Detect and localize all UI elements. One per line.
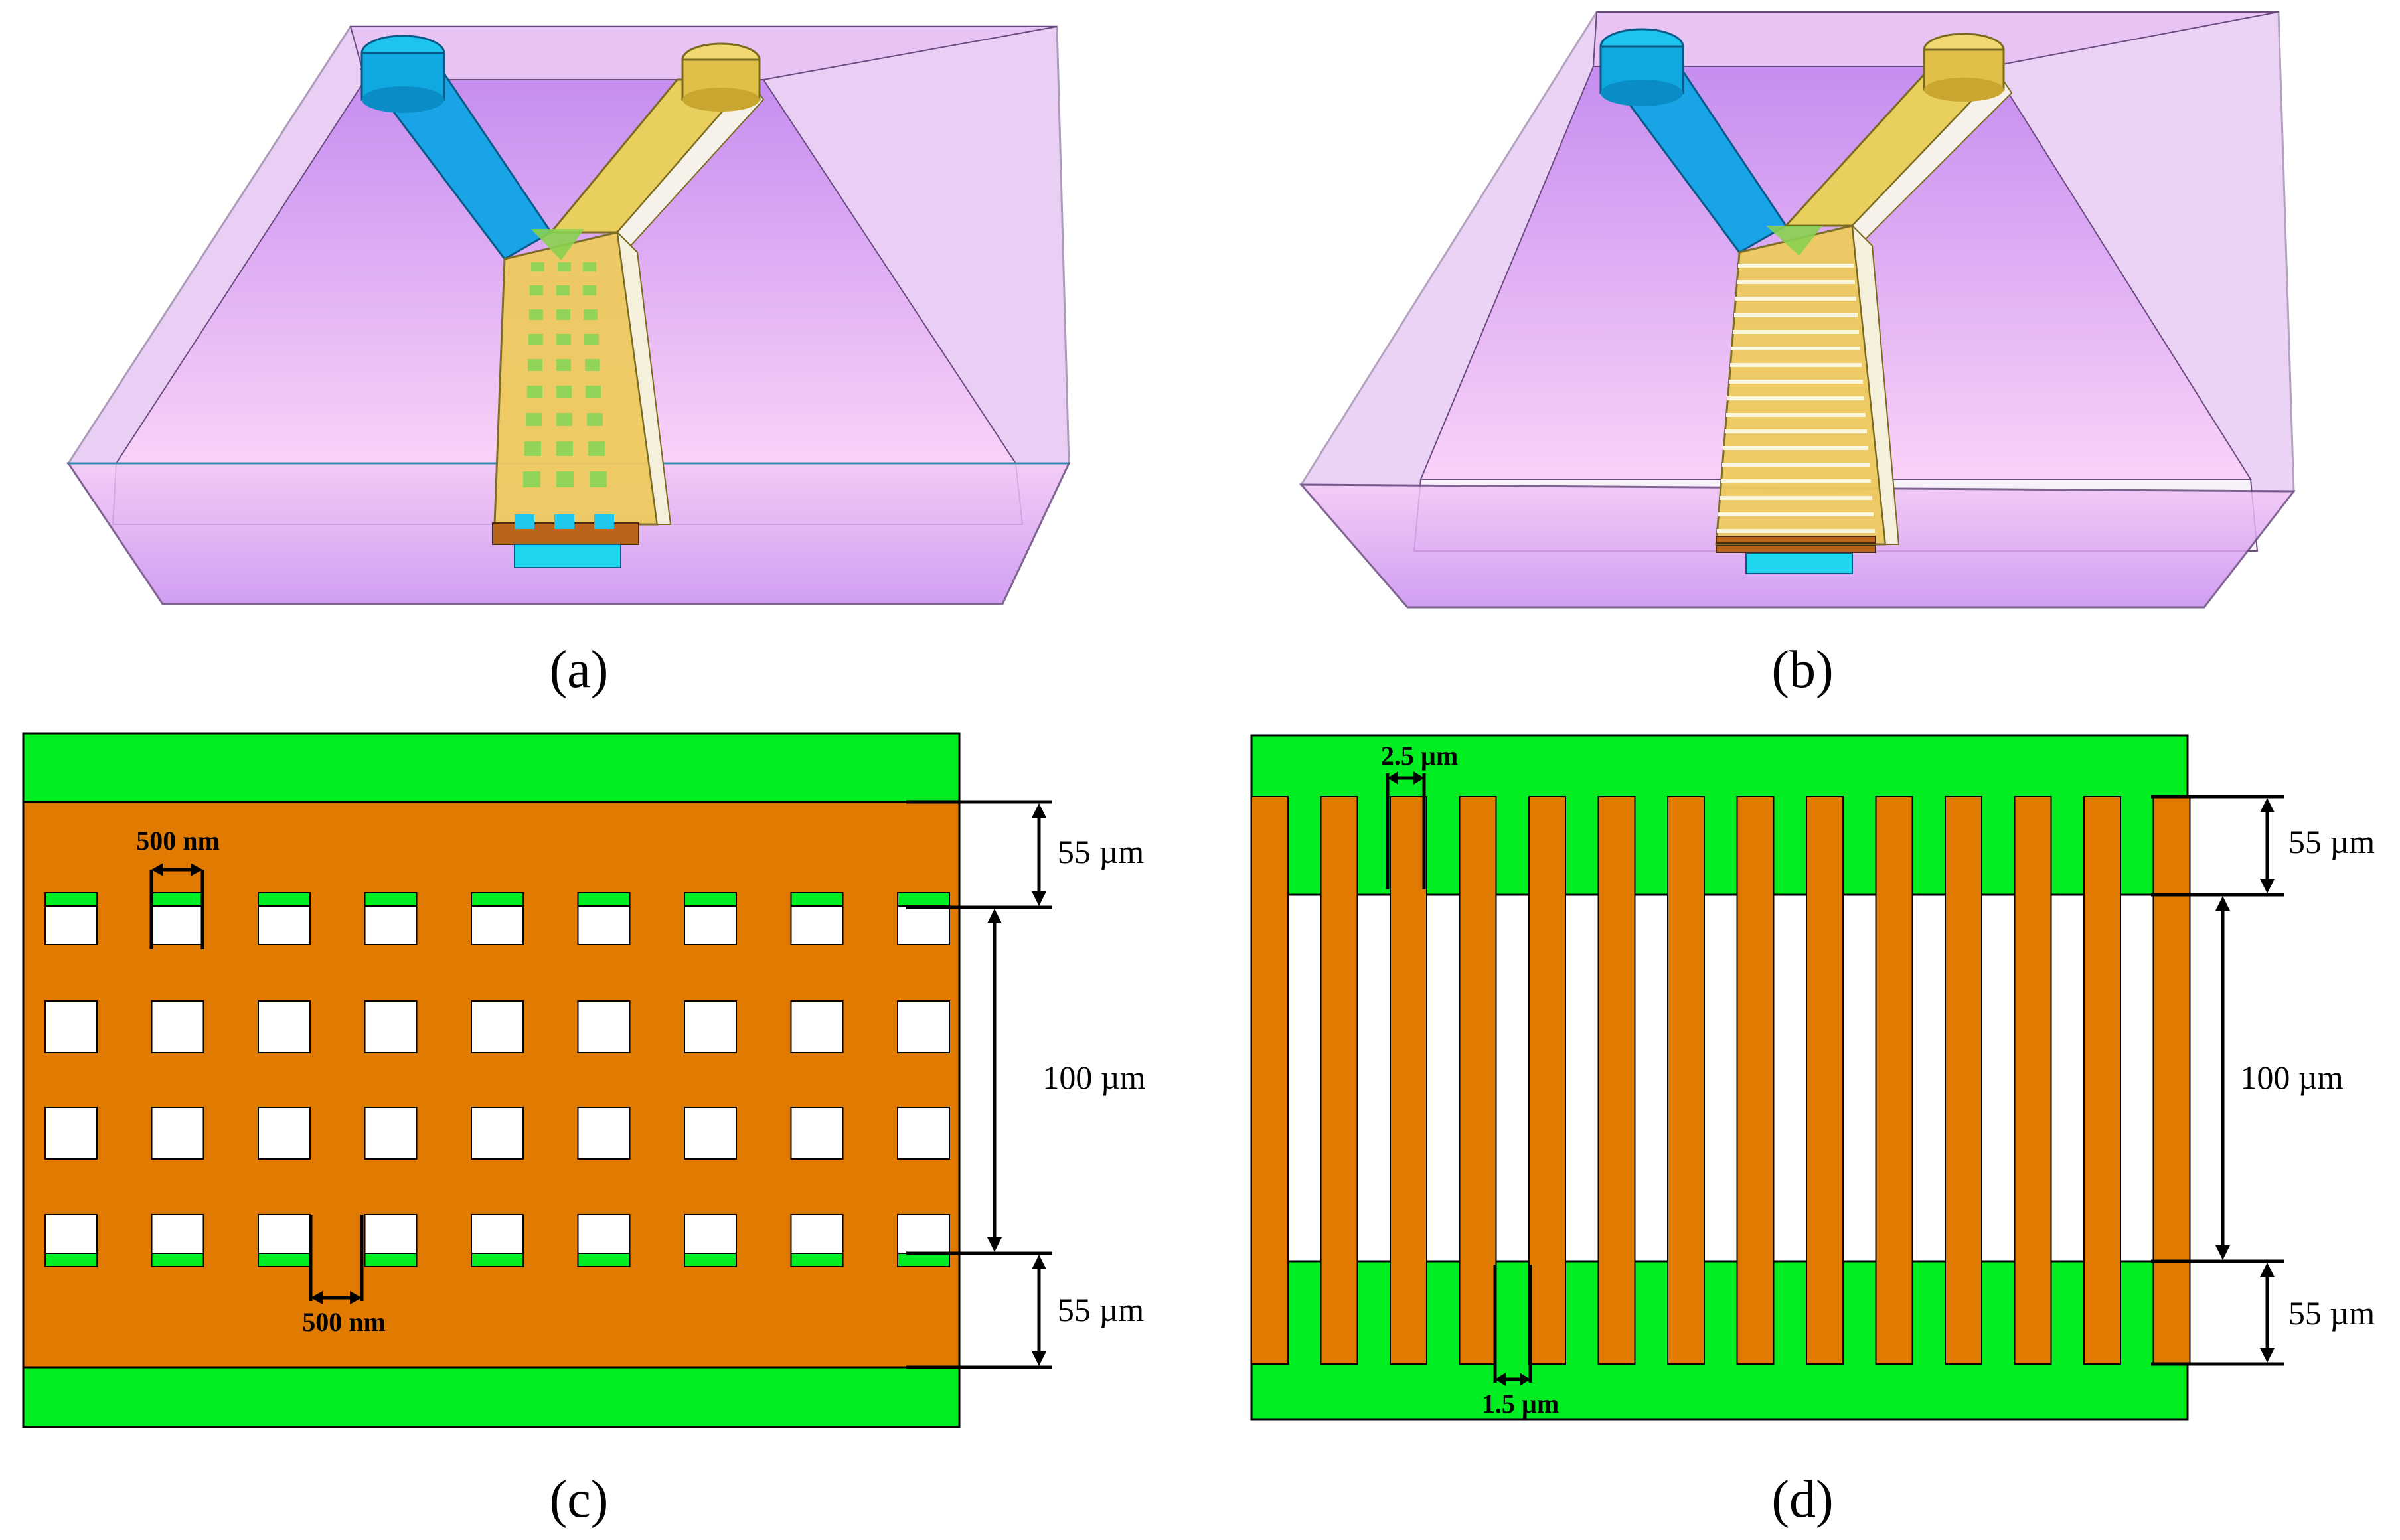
hole [897,1000,950,1053]
grating-pattern: 2.5 µm 1.5 µm 55 µm 100 µm 55 µm [1250,734,2375,1421]
hole [258,1000,311,1053]
hole [364,1000,418,1053]
hole [471,1000,524,1053]
hole-substrate-edge [151,892,204,907]
panel-label-d: (d) [1771,1470,1833,1529]
hole [44,1107,98,1160]
hole [897,1107,950,1160]
grating-bar [1251,796,1289,1365]
grating-bar [2152,796,2191,1365]
hole-substrate-edge [471,892,524,907]
hole [151,1107,204,1160]
grating-bar [1875,796,1913,1365]
hole [258,1107,311,1160]
bar-gap-label: 1.5 µm [1482,1389,1559,1419]
grating-bar [1528,796,1566,1365]
grating-bar [1390,796,1427,1365]
grating-bar [1667,796,1705,1365]
chip-3d-hole-array [66,25,1071,605]
hole-substrate-edge [44,892,98,907]
dim-upper-d: 55 µm [2288,823,2375,860]
dim-lower-d: 55 µm [2288,1294,2375,1332]
dim-middle-d: 100 µm [2240,1059,2343,1096]
panel-label-b: (b) [1771,641,1833,699]
hole-substrate-edge [684,1253,737,1267]
chip-3d-grating [1299,11,2296,609]
dim-lower-c: 55 µm [1058,1291,1144,1328]
grating-bar [1597,796,1636,1365]
hole-substrate-edge [364,892,418,907]
hole [364,1107,418,1160]
hole-substrate-edge [897,892,950,907]
metal-film-c [22,801,961,1369]
hole-substrate-edge [577,892,631,907]
grating-bar [2083,796,2121,1365]
hole [151,1000,204,1053]
dim-middle-c: 100 µm [1042,1059,1145,1096]
grating-bar [1320,796,1358,1365]
panel-label-c: (c) [550,1470,609,1529]
hole-substrate-edge [577,1253,631,1267]
grating-bar [1806,796,1844,1365]
hole [790,1000,844,1053]
hole-substrate-edge [897,1253,950,1267]
hole [790,1107,844,1160]
hole-array-pattern: 500 nm 500 nm 55 µm 100 µm 55 µm [22,732,1146,1428]
hole [471,1107,524,1160]
hole-substrate-edge [258,892,311,907]
hole-substrate-edge [44,1253,98,1267]
bar-width-label: 2.5 µm [1381,741,1458,771]
hole-substrate-edge [790,1253,844,1267]
hole-gap-label: 500 nm [302,1307,386,1337]
grating-bar [1736,796,1775,1365]
hole [684,1107,737,1160]
hole-substrate-edge [364,1253,418,1267]
panel-label-a: (a) [550,641,609,699]
hole-substrate-edge [471,1253,524,1267]
hole-substrate-edge [790,892,844,907]
hole [684,1000,737,1053]
hole [577,1107,631,1160]
hole [577,1000,631,1053]
grating-bar [1945,796,1982,1365]
dim-upper-c: 55 µm [1058,833,1144,870]
hole-substrate-edge [684,892,737,907]
hole-substrate-edge [258,1253,311,1267]
hole-substrate-edge [151,1253,204,1267]
grating-bar [1459,796,1497,1365]
hole-size-label: 500 nm [136,826,220,856]
grating-bar [2014,796,2052,1365]
hole [44,1000,98,1053]
